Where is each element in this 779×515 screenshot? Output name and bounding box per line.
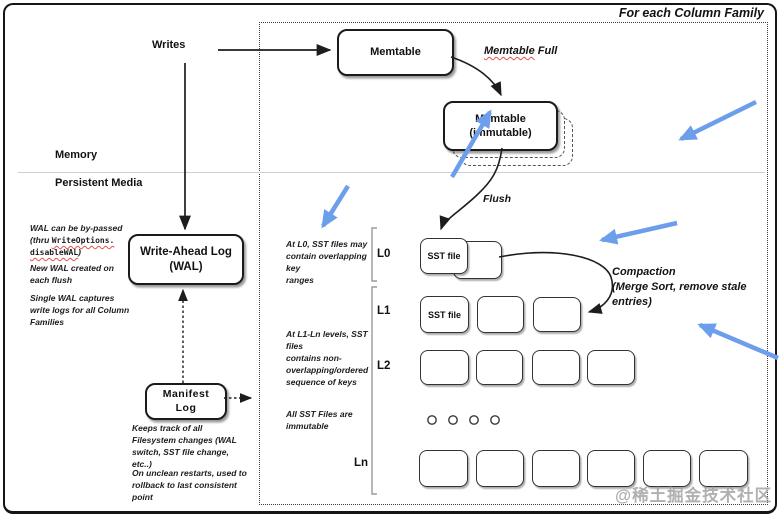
sst-box	[643, 450, 691, 487]
l0-overlap-note: At L0, SST files may contain overlapping…	[286, 239, 368, 285]
memtable-full-label: Memtable Full	[484, 45, 557, 57]
level-label-ln: Ln	[354, 457, 369, 469]
sst-box	[532, 450, 580, 487]
sst-box	[420, 350, 469, 385]
column-family-title: For each Column Family	[618, 6, 764, 20]
memtable-node: Memtable	[337, 29, 454, 76]
memtable-full-rest: Full	[534, 45, 558, 57]
sst-box	[532, 350, 580, 385]
sst-immutable-note: All SST Files are immutable	[286, 409, 353, 431]
sst-box-labeled: SST file	[420, 296, 469, 333]
sst-box	[587, 350, 635, 385]
writes-label: Writes	[152, 39, 186, 51]
manifest-log-node: Manifest Log	[145, 383, 227, 420]
sst-box	[699, 450, 748, 487]
memory-persistent-divider	[18, 172, 765, 173]
level-label-l1: L1	[377, 305, 391, 317]
sst-box	[419, 450, 468, 487]
memtable-full-word: Memtable	[484, 45, 535, 57]
write-ahead-log-node: Write-Ahead Log (WAL)	[128, 234, 244, 285]
persistent-media-label: Persistent Media	[55, 177, 143, 189]
level-label-l2: L2	[377, 360, 391, 372]
memory-label: Memory	[55, 149, 98, 161]
wal-bypass-note: WAL can be by-passed(thru WriteOptions. d…	[30, 223, 130, 259]
new-wal-note: New WAL created on each flush	[30, 263, 114, 285]
wal-bypass-post: )	[78, 246, 82, 257]
sst-box	[477, 296, 524, 333]
memtable-immutable-node: Memtable (immutable)	[443, 101, 558, 151]
wal-bypass-line1: WAL can be by-passed	[30, 223, 123, 233]
wal-bypass-code-writeoptions: WriteOptions.	[51, 235, 115, 245]
outer-frame	[3, 3, 777, 514]
sst-box	[476, 350, 523, 385]
watermark: @稀土掘金技术社区	[615, 487, 773, 505]
single-wal-note: Single WAL captures write logs for all C…	[30, 293, 130, 327]
sst-box	[533, 297, 581, 332]
manifest-rollback-note: On unclean restarts, used to rollback to…	[132, 468, 247, 502]
compaction-label: Compaction (Merge Sort, remove stale ent…	[612, 266, 747, 308]
level-label-l0: L0	[377, 248, 391, 260]
sst-box	[587, 450, 635, 487]
column-family-dotted-rect	[259, 22, 768, 505]
l1-ln-note: At L1-Ln levels, SST files contains non-…	[286, 329, 369, 387]
wal-bypass-pre: (thru	[30, 234, 52, 245]
sst-box-labeled: SST file	[420, 238, 468, 274]
sst-box	[476, 450, 524, 487]
flush-label: Flush	[483, 193, 511, 205]
wal-bypass-code-disablewal: disableWAL	[30, 247, 79, 257]
manifest-tracks-note: Keeps track of all Filesystem changes (W…	[132, 423, 237, 469]
